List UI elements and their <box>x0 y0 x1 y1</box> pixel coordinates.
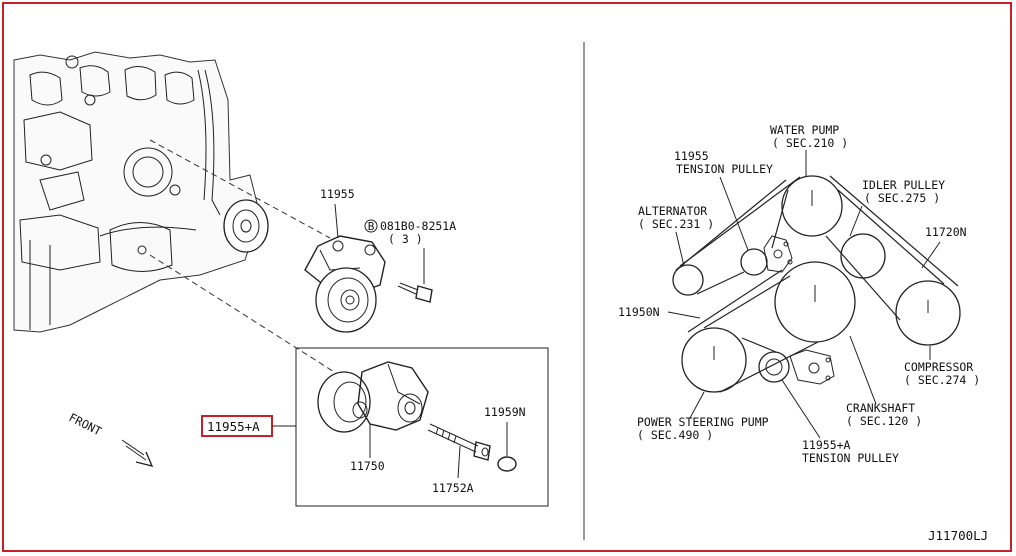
bolt-11752a-illustration <box>427 423 491 461</box>
label-part-11955a[interactable]: 11955+A <box>207 419 260 434</box>
label-water-pump-sec: ( SEC.210 ) <box>772 136 848 150</box>
tensioner-11955-illustration <box>304 235 386 333</box>
label-part-11750: 11750 <box>350 459 385 473</box>
idler-pulley <box>840 233 886 279</box>
ring-11959n-illustration <box>497 456 517 472</box>
guide-line <box>149 139 331 239</box>
label-power-steering: POWER STEERING PUMP <box>637 415 769 429</box>
label-idler-pulley: IDLER PULLEY <box>862 178 945 192</box>
label-part-11752a: 11752A <box>432 481 474 495</box>
label-tension-pulley2-code: 11955+A <box>802 438 851 452</box>
label-tension-pulley-code: 11955 <box>674 149 709 163</box>
label-belt-11720n: 11720N <box>925 225 967 239</box>
label-belt-11950n: 11950N <box>618 305 660 319</box>
front-label: FRONT <box>67 410 104 438</box>
label-idler-pulley-sec: ( SEC.275 ) <box>864 191 940 205</box>
guide-line <box>149 254 351 383</box>
label-power-steering-sec: ( SEC.490 ) <box>637 428 713 442</box>
arrow-down-right-icon <box>121 439 154 468</box>
label-compressor-sec: ( SEC.274 ) <box>904 373 980 387</box>
label-tension-pulley2: TENSION PULLEY <box>802 451 899 465</box>
label-water-pump: WATER PUMP <box>770 123 839 137</box>
label-part-11955: 11955 <box>320 187 355 201</box>
label-bolt-part-number: 081B0-8251A <box>380 219 456 233</box>
label-bolt-quantity: ( 3 ) <box>388 232 423 246</box>
label-compressor: COMPRESSOR <box>904 360 973 374</box>
engine-block-illustration <box>13 51 269 333</box>
label-crankshaft-sec: ( SEC.120 ) <box>846 414 922 428</box>
tension-pulley-lower <box>758 351 790 383</box>
alternator-pulley <box>672 264 704 296</box>
tensioner-11955a-illustration <box>317 361 429 433</box>
label-crankshaft: CRANKSHAFT <box>846 401 915 415</box>
tension-pulley-upper <box>740 248 768 276</box>
belt-routing-diagram <box>672 175 961 393</box>
label-part-11959n: 11959N <box>484 405 526 419</box>
exploded-view-box <box>295 347 549 507</box>
label-tension-pulley: TENSION PULLEY <box>676 162 773 176</box>
label-alternator-sec: ( SEC.231 ) <box>638 217 714 231</box>
bolt-prefix-icon: B <box>368 220 375 233</box>
label-alternator: ALTERNATOR <box>638 204 707 218</box>
diagram-code: J11700LJ <box>928 528 988 543</box>
bolt-illustration: B <box>364 219 433 303</box>
